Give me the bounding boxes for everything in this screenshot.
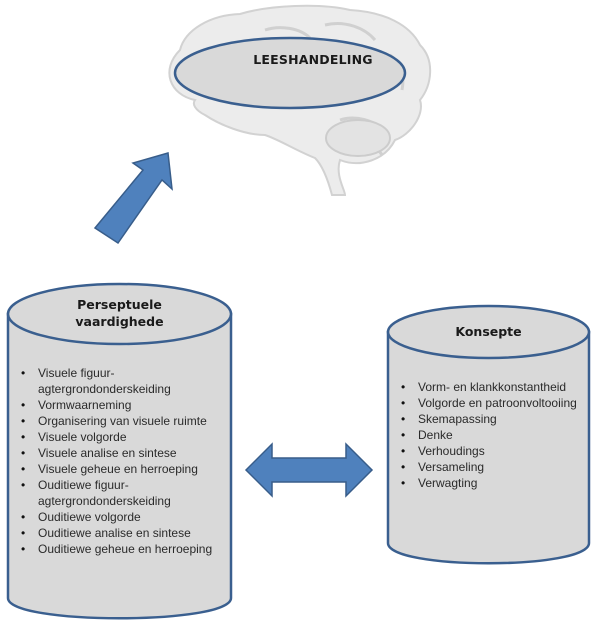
double-arrow <box>244 442 374 498</box>
right-cylinder-title: Konsepte <box>455 324 522 339</box>
list-item: Visuele analise en sintese <box>21 445 238 461</box>
left-cylinder-title: Perseptuele vaardighede <box>8 296 231 330</box>
arrow-up-right <box>93 152 173 245</box>
center-node-label: LEESHANDELING <box>253 52 373 67</box>
left-cylinder-title-line2: vaardighede <box>75 314 164 329</box>
list-item: Ouditiewe geheue en herroeping <box>21 541 238 557</box>
list-item: Denke <box>401 427 600 443</box>
list-item: Organisering van visuele ruimte <box>21 413 238 429</box>
list-item: Verwagting <box>401 475 600 491</box>
list-item: Ouditiewe volgorde <box>21 509 238 525</box>
list-item: Vorm- en klankkonstantheid <box>401 379 600 395</box>
list-item: Visuele volgorde <box>21 429 238 445</box>
left-cylinder-list: Visuele figuur-agtergrondonderskeiding V… <box>16 365 238 557</box>
left-cylinder-title-line1: Perseptuele <box>77 297 162 312</box>
list-item: Volgorde en patroonvoltooiing <box>401 395 600 411</box>
list-item: Versameling <box>401 459 600 475</box>
list-item: Ouditiewe figuur-agtergrondonderskeiding <box>21 477 238 509</box>
list-item: Visuele geheue en herroeping <box>21 461 238 477</box>
right-cylinder-list: Vorm- en klankkonstantheid Volgorde en p… <box>396 379 600 491</box>
list-item: Verhoudings <box>401 443 600 459</box>
list-item: Visuele figuur-agtergrondonderskeiding <box>21 365 238 397</box>
center-node-ellipse <box>173 36 407 110</box>
list-item: Skemapassing <box>401 411 600 427</box>
list-item: Ouditiewe analise en sintese <box>21 525 238 541</box>
list-item: Vormwaarneming <box>21 397 238 413</box>
